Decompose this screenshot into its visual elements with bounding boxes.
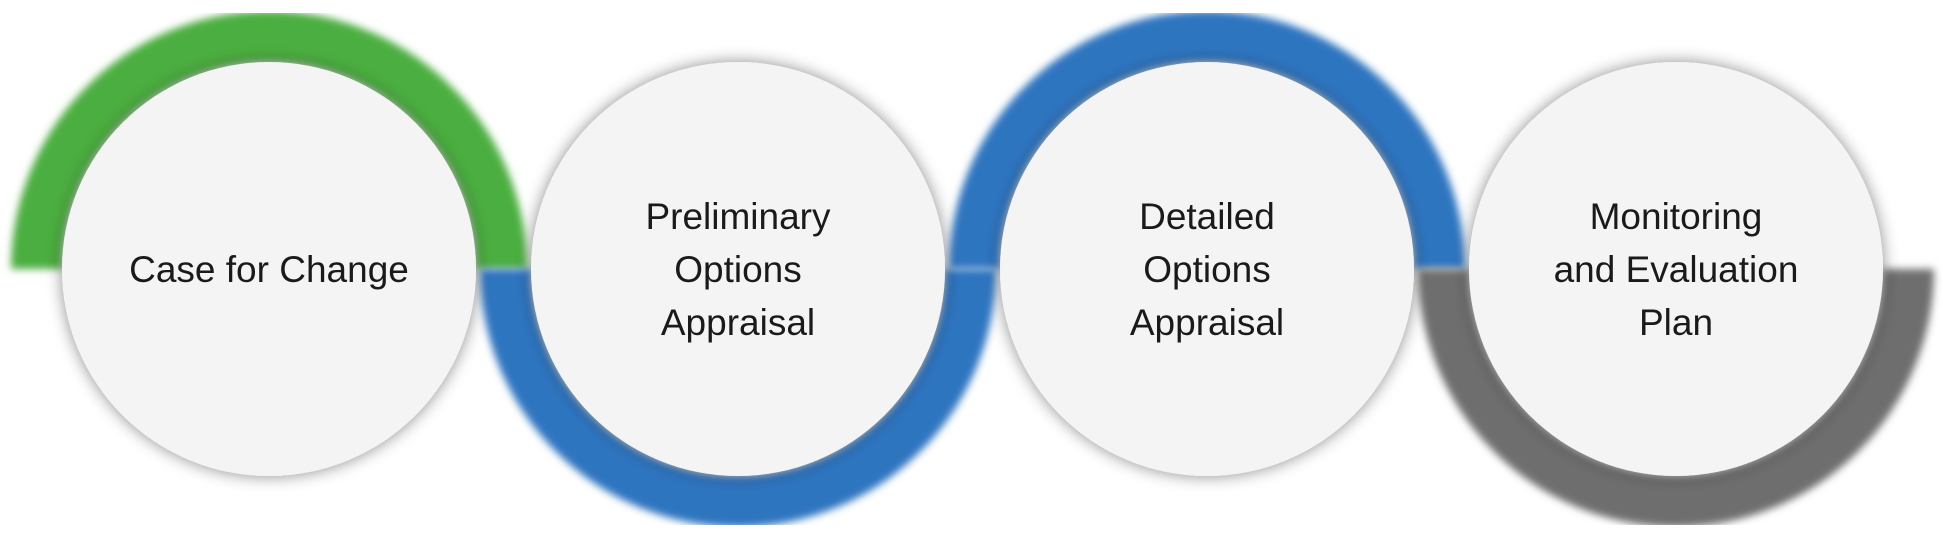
stage-4-arc [1418,268,1934,527]
stage-circles [62,62,1883,476]
stage-3-label-line: Options [1143,249,1271,290]
stage-1-label-line: Case for Change [129,249,409,290]
stage-2-circle [531,62,945,476]
stage-2-label-line: Appraisal [661,302,815,343]
stage-1-label: Case for Change [129,249,409,290]
stage-3-arc [949,11,1465,270]
stage-4-label-line: Monitoring [1590,196,1763,237]
stage-2-arc [480,268,996,527]
stage-arcs [11,11,1934,527]
stage-3-label-line: Appraisal [1130,302,1284,343]
stage-3-circle [1000,62,1414,476]
stage-1-circle [62,62,476,476]
stage-4-label-line: Plan [1639,302,1713,343]
stage-2-label-line: Options [674,249,802,290]
stage-4-circle [1469,62,1883,476]
stage-2-label-line: Preliminary [645,196,831,237]
stage-4-label-line: and Evaluation [1554,249,1799,290]
stage-3-label-line: Detailed [1139,196,1275,237]
stage-1-arc [11,11,527,270]
